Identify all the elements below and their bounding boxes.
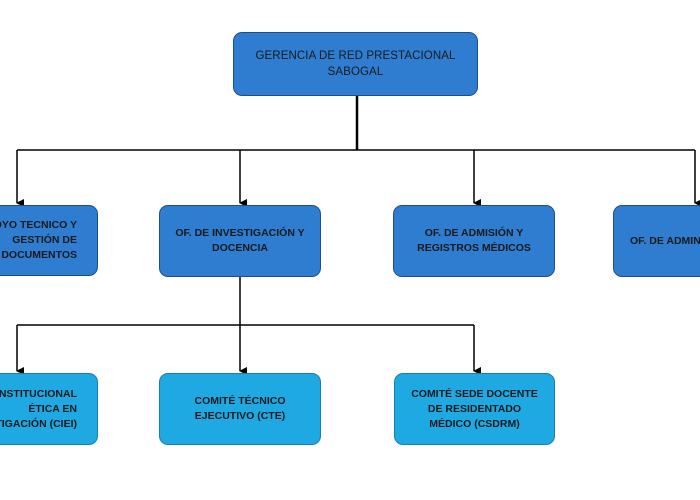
node-comite-ciei: COMITÉ INSTITUCIONAL ÉTICA EN INVESTIGAC… [0, 373, 98, 445]
node-label-line: OF. DE ADMISIÓN Y [424, 227, 524, 239]
node-label-line: APOYO TECNICO Y [0, 219, 77, 231]
node-of-investigacion-docencia: OF. DE INVESTIGACIÓN Y DOCENCIA [159, 205, 321, 277]
node-label-line: OF. DE ADMINISTRACIÓN [630, 234, 700, 247]
node-of-administracion: OF. DE ADMINISTRACIÓN [613, 205, 700, 277]
node-comite-cte: COMITÉ TÉCNICO EJECUTIVO (CTE) [159, 373, 321, 445]
node-label-line: ÉTICA EN [28, 402, 77, 415]
node-label-line: COMITÉ INSTITUCIONAL [0, 387, 77, 400]
node-label-line: EJECUTIVO (CTE) [194, 410, 286, 422]
node-comite-csdrm: COMITÉ SEDE DOCENTE DE RESIDENTADO MÉDIC… [394, 373, 555, 445]
node-apoyo-tecnico: APOYO TECNICO Y GESTIÓN DE DOCUMENTOS [0, 205, 98, 276]
node-of-admision-registros: OF. DE ADMISIÓN Y REGISTROS MÉDICOS [393, 205, 555, 277]
node-label-line: DOCUMENTOS [1, 249, 77, 261]
node-label-line: OF. DE INVESTIGACIÓN Y [175, 227, 305, 239]
node-title-line-1: GERENCIA DE RED PRESTACIONAL [255, 50, 456, 62]
node-label-line: COMITÉ TÉCNICO [194, 395, 286, 407]
node-label-line: DOCENCIA [211, 242, 268, 254]
node-label-line: DE RESIDENTADO [427, 402, 522, 415]
node-label-line: GESTIÓN DE [12, 234, 77, 246]
node-label-line: REGISTROS MÉDICOS [417, 242, 531, 254]
node-label-line: INVESTIGACIÓN (CIEI) [0, 417, 77, 430]
node-label-line: COMITÉ SEDE DOCENTE [411, 387, 538, 400]
node-title-line-2: SABOGAL [327, 66, 384, 78]
node-label-line: MÉDICO (CSDRM) [429, 417, 520, 430]
node-gerencia-red-sabogal: GERENCIA DE RED PRESTACIONAL SABOGAL [233, 32, 478, 96]
